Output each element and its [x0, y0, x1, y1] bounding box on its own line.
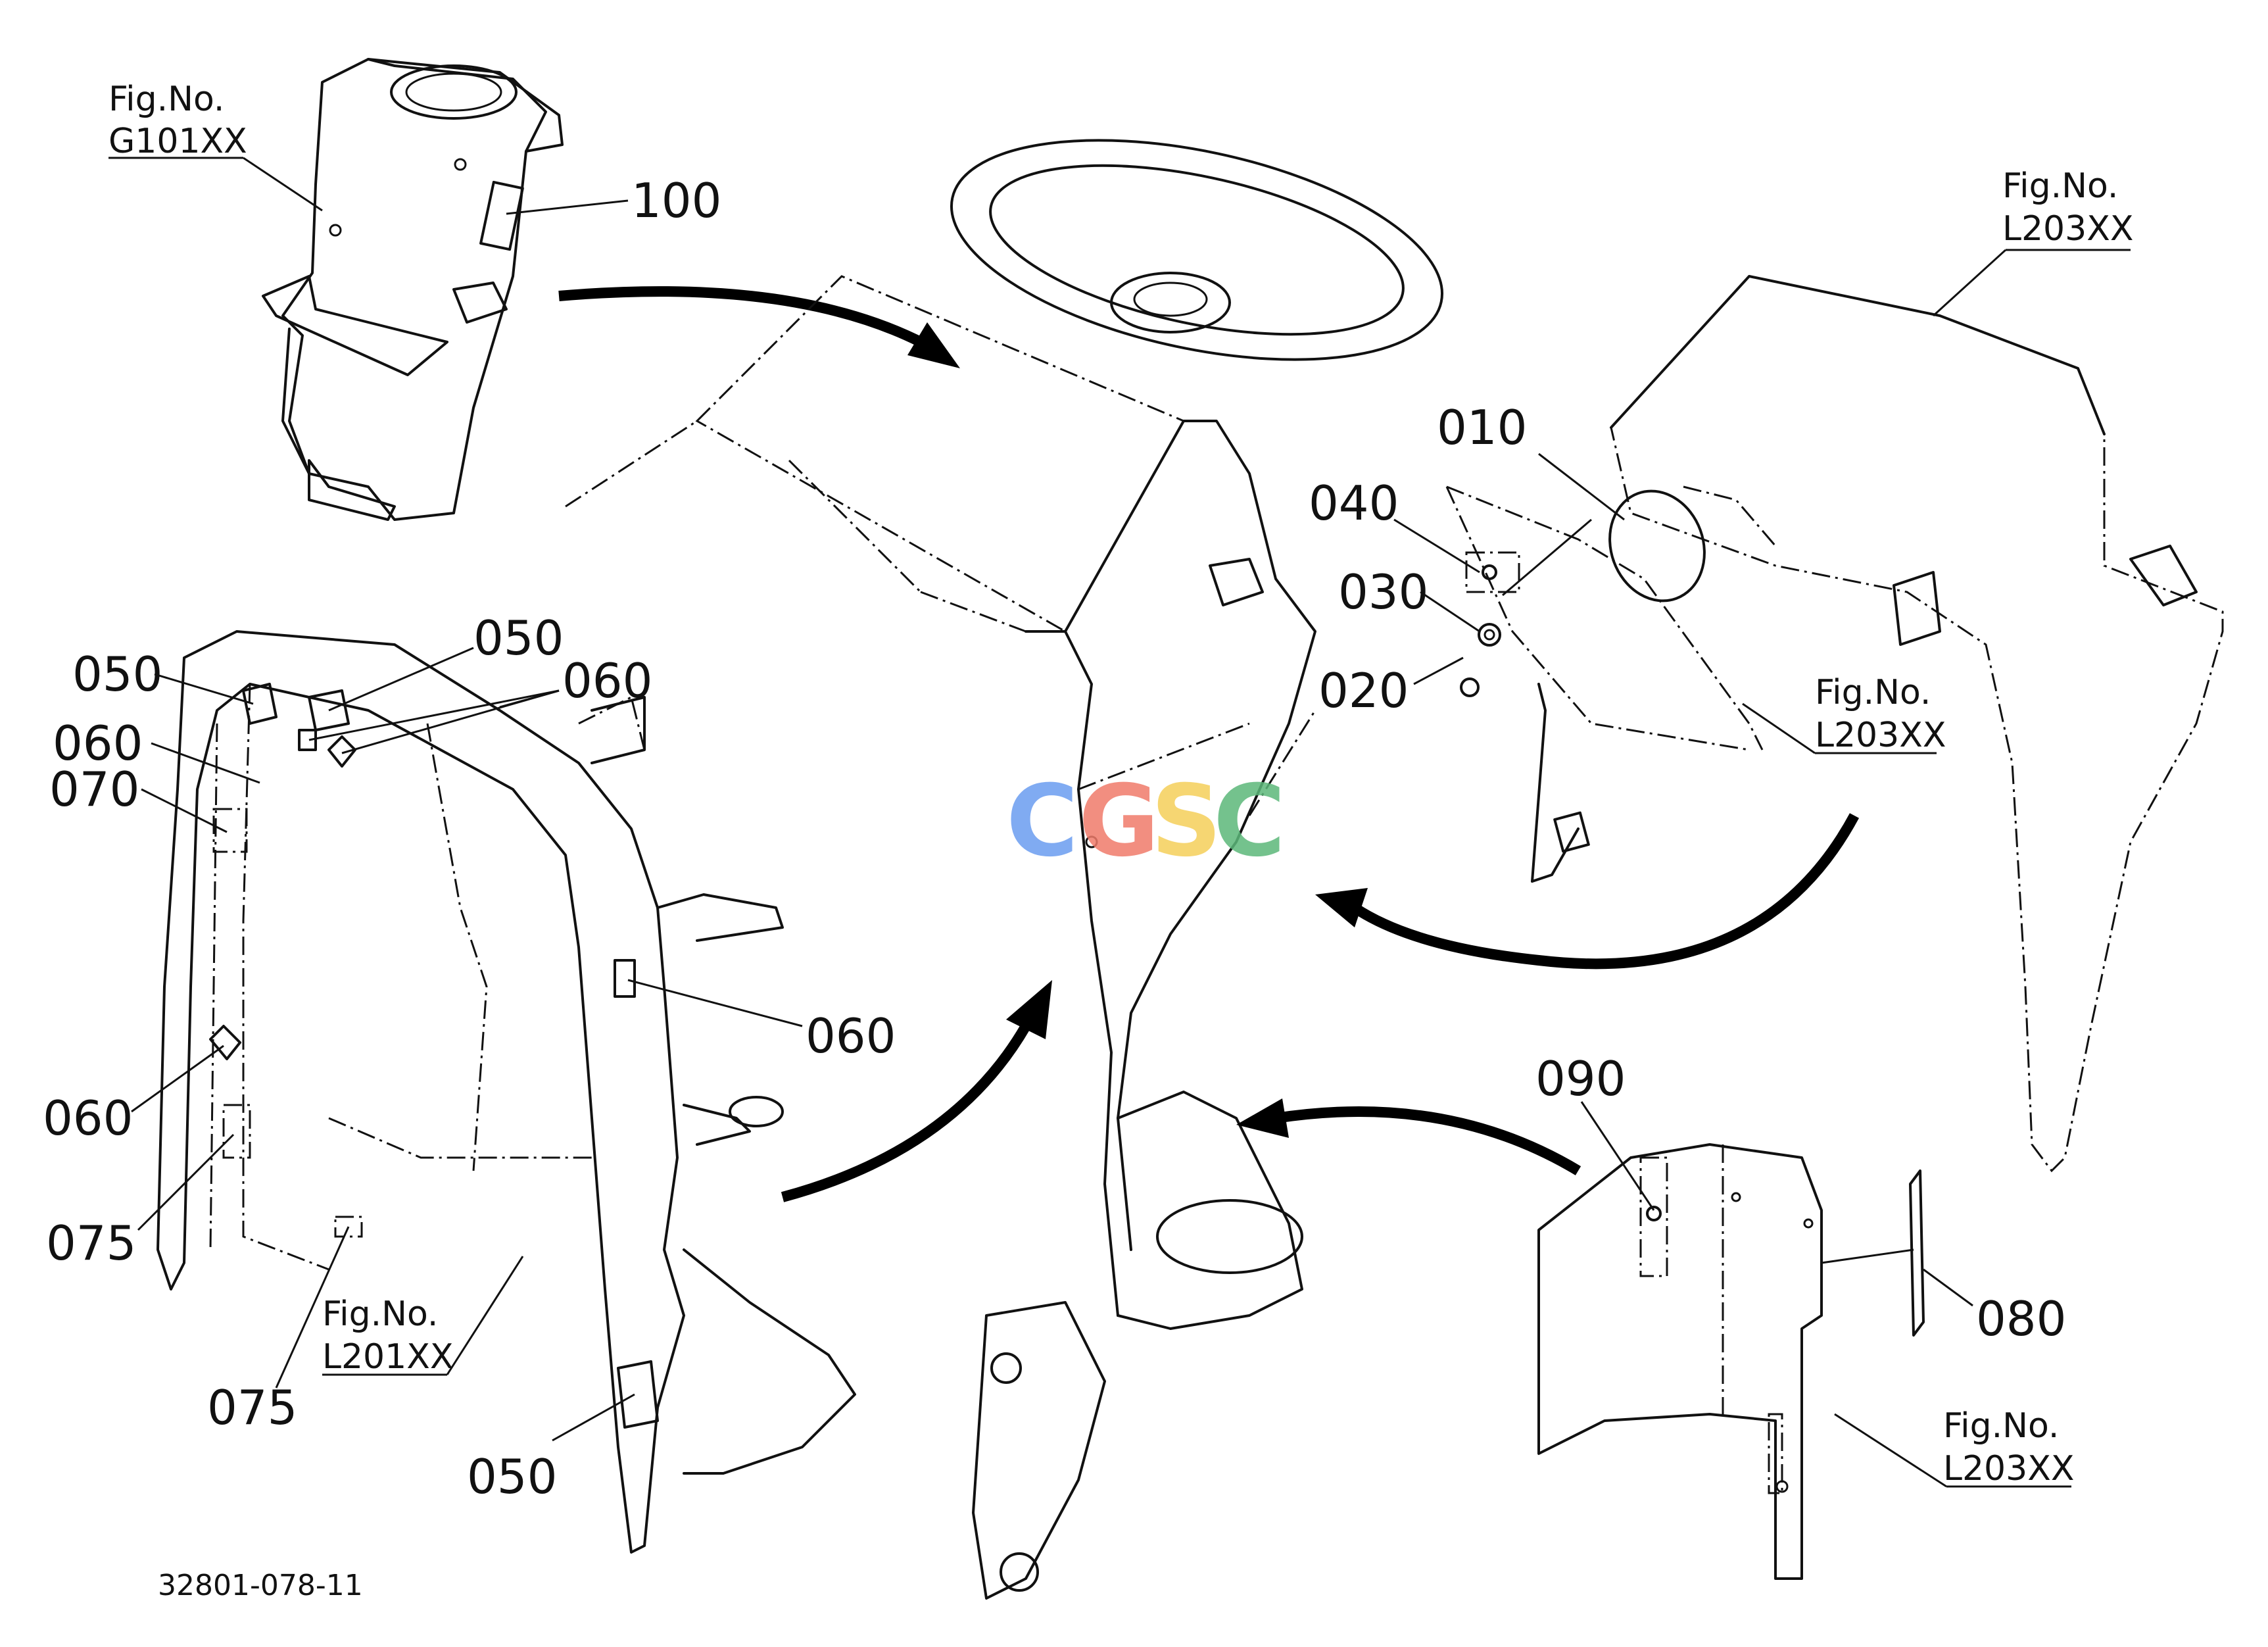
leader-l203-mid: [1742, 702, 1816, 754]
leader-080: [1923, 1268, 1973, 1307]
leader-075-b: [275, 1226, 350, 1389]
leader-060-b1: [308, 689, 560, 741]
dash-cover-drawing: [1445, 275, 2224, 1173]
watermark-s: S: [1151, 764, 1222, 879]
part-050-label-b: 050: [473, 610, 564, 666]
part-075-label-a: 075: [46, 1216, 136, 1271]
watermark-c2: C: [1213, 764, 1286, 879]
leader-030: [1420, 591, 1480, 633]
part-030-label: 030: [1338, 564, 1428, 620]
part-020-label: 020: [1318, 663, 1409, 718]
leader-020: [1413, 656, 1464, 685]
fig-label-l203-mid-line1: Fig.No.: [1815, 673, 1931, 712]
leader-060-b3: [499, 689, 560, 708]
leader-l201: [446, 1256, 524, 1375]
part-070-label: 070: [49, 762, 139, 817]
part-050-label-a: 050: [72, 647, 162, 702]
cgsc-watermark: C G S C: [1006, 764, 1286, 879]
fig-label-l201-line2: L201XX: [322, 1337, 453, 1377]
part-060-label-a: 060: [53, 716, 143, 771]
fig-label-l203-mid-line2: L203XX: [1815, 716, 1946, 755]
fig-label-l203-top-line2: L203XX: [2002, 209, 2133, 249]
part-080-label: 080: [1976, 1291, 2066, 1346]
part-060-label-b: 060: [562, 653, 652, 708]
leader-060-d: [131, 1045, 224, 1113]
fig-label-g101-line2: G101XX: [109, 122, 247, 161]
document-number: 32801-078-11: [158, 1569, 363, 1602]
part-090-label: 090: [1535, 1051, 1626, 1106]
part-050-label-c: 050: [467, 1449, 557, 1504]
part-060-label-d: 060: [43, 1091, 133, 1146]
part-060-label-c: 060: [806, 1008, 896, 1064]
part-100-label: 100: [631, 173, 721, 228]
leader-060-a: [151, 742, 260, 784]
part-040-label: 040: [1309, 476, 1399, 531]
fig-label-l203-bottom-line2: L203XX: [1943, 1449, 2074, 1488]
part-010-label: 010: [1437, 400, 1527, 455]
leader-090: [1580, 1101, 1655, 1211]
fig-label-g101-line1: Fig.No.: [109, 80, 224, 119]
arrow-lower-panel-to-dash: [1236, 1098, 1581, 1175]
watermark-g: G: [1078, 764, 1159, 879]
leader-l203-bottom: [1834, 1413, 1947, 1488]
lower-panel-drawing: [1537, 1143, 1925, 1580]
leader-050-b: [328, 647, 474, 712]
leader-100: [506, 199, 629, 215]
leader-040: [1393, 518, 1480, 574]
fig-label-l203-top-line1: Fig.No.: [2002, 166, 2118, 206]
fastener-hardware: [1460, 518, 1592, 697]
leader-060-c: [627, 979, 803, 1027]
arrow-cover-to-dash: [1315, 813, 1860, 970]
instrument-panel-drawing: [262, 58, 564, 521]
leader-075-a: [137, 1133, 235, 1231]
fig-label-l203-bottom-line1: Fig.No.: [1943, 1406, 2059, 1446]
leader-010: [1538, 453, 1625, 521]
leader-050-a: [154, 673, 254, 705]
leader-050-c: [552, 1393, 635, 1442]
arrow-panel-to-dash: [558, 286, 960, 368]
leader-080-b: [1821, 1248, 1914, 1264]
leader-070: [141, 788, 228, 833]
leader-g101: [243, 157, 323, 212]
dashboard-assembly-drawing: [565, 139, 1444, 1600]
arrow-frame-to-dash: [781, 980, 1052, 1202]
part-075-label-b: 075: [207, 1380, 297, 1435]
watermark-c1: C: [1006, 764, 1078, 879]
fig-label-l201-line1: Fig.No.: [322, 1294, 438, 1334]
leader-l203-top: [1932, 249, 2007, 317]
